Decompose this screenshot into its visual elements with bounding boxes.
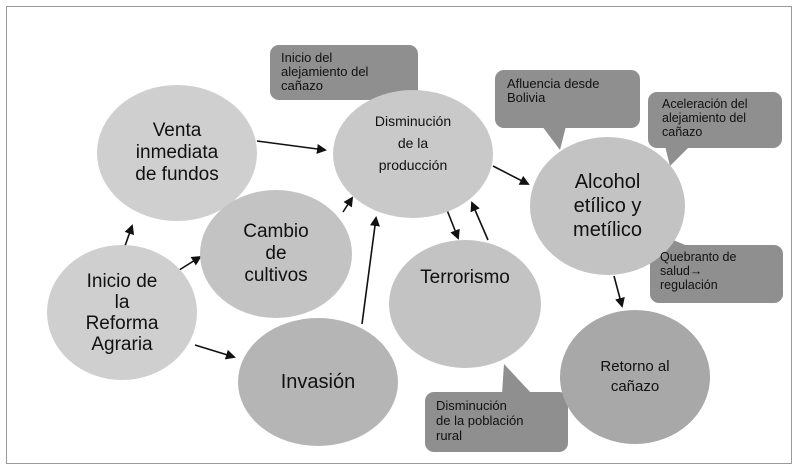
callout-aceleracion — [648, 92, 782, 166]
arrow-inicio-to-invasion — [194, 344, 236, 360]
arrow-venta-to-disminucion — [256, 140, 327, 154]
callout-disminucion-poblacion — [425, 364, 568, 452]
node-invasion-label: Invasión — [280, 371, 356, 393]
node-alcohol: Alcohol etílico y metílico — [530, 137, 685, 275]
arrow-invasion-to-disminucion — [361, 216, 380, 325]
arrow-disminucion-to-alcohol — [492, 165, 530, 185]
node-disminucion-label: Disminución de la producción — [374, 113, 452, 173]
node-retorno-canazo: Retorno al cañazo — [560, 310, 710, 444]
node-invasion: Invasión — [238, 318, 398, 446]
node-cambio-cultivos: Cambio de cultivos — [200, 190, 352, 318]
callout-quebranto-text: Quebranto de salud→ regulación — [660, 250, 737, 292]
arrow-cambio-to-disminucion — [342, 196, 354, 213]
callout-inicio-alejamiento-text: Inicio del alejamiento del cañazo — [281, 50, 369, 93]
arrow-disminucion-to-terrorismo — [446, 209, 460, 240]
arrow-alcohol-to-retorno — [613, 275, 625, 308]
node-cambio-label: Cambio de cultivos — [243, 221, 309, 286]
node-venta-label: Venta inmediata de fundos — [135, 120, 219, 185]
callout-afluencia-text: Afluencia desde Bolivia — [507, 76, 600, 105]
arrow-terrorismo-to-disminucion — [470, 201, 489, 241]
callout-disminucion-poblacion-text: Disminución de la población rural — [436, 398, 524, 443]
node-inicio-reforma: Inicio de la Reforma Agraria — [47, 245, 197, 380]
node-terrorismo-label: Terrorismo — [420, 267, 510, 288]
callout-afluencia — [495, 70, 640, 150]
node-retorno-label: Retorno al cañazo — [600, 358, 670, 395]
node-inicio-label: Inicio de la Reforma Agraria — [85, 270, 159, 355]
node-alcohol-label: Alcohol etílico y metílico — [573, 171, 642, 241]
node-venta-inmediata: Venta inmediata de fundos — [97, 85, 257, 221]
node-disminucion-produccion: Disminución de la producción — [333, 90, 493, 218]
node-terrorismo: Terrorismo — [389, 240, 541, 368]
callout-aceleracion-text: Aceleración del alejamiento del cañazo — [662, 97, 748, 139]
arrow-inicio-to-venta — [124, 224, 135, 247]
